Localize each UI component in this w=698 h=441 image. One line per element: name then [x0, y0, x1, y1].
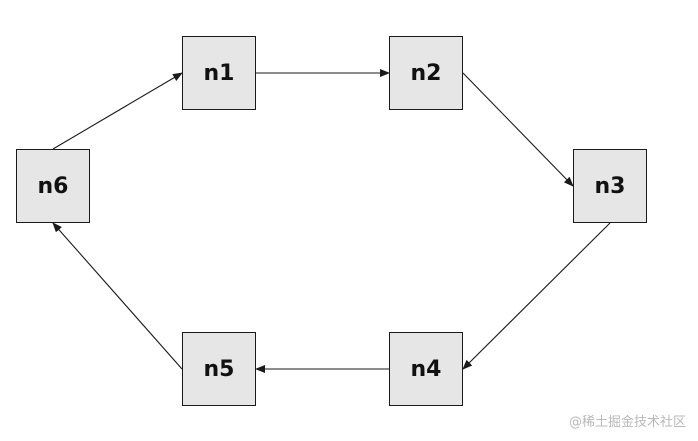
- node-n3: n3: [573, 149, 647, 223]
- edge-n3-n4: [462, 222, 611, 370]
- node-n5: n5: [182, 332, 256, 406]
- node-n6: n6: [16, 149, 90, 223]
- edge-n2-n3: [462, 72, 574, 187]
- node-n4: n4: [389, 332, 463, 406]
- node-n2: n2: [389, 36, 463, 110]
- edge-n6-n1: [52, 72, 183, 150]
- edge-n5-n6: [52, 222, 183, 370]
- node-n1: n1: [182, 36, 256, 110]
- watermark-text: @稀土掘金技术社区: [568, 415, 686, 430]
